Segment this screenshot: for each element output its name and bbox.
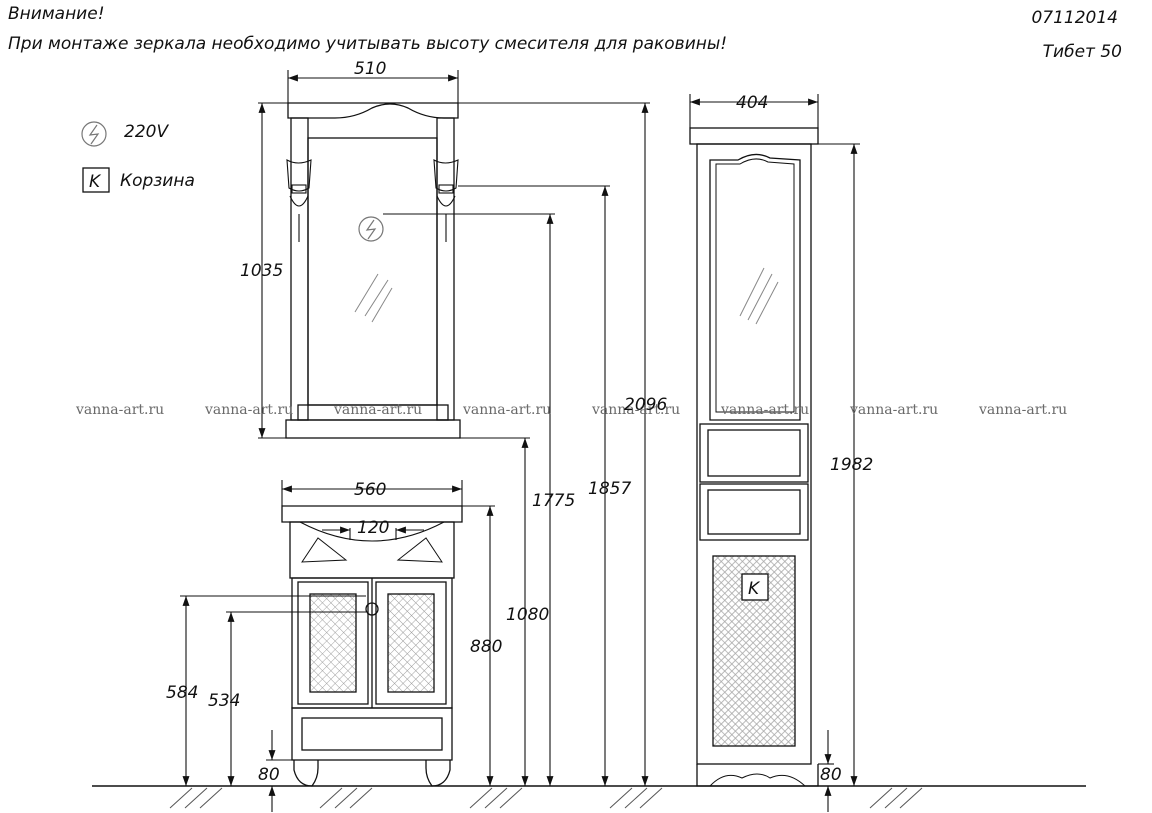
floor-line <box>92 785 1086 809</box>
dim-column-width: 404 <box>736 93 768 113</box>
dim-pipe-high: 584 <box>166 683 198 703</box>
column-basket-symbol: K <box>748 579 761 599</box>
dim-mirror-width: 510 <box>354 59 386 79</box>
dim-column-leg: 80 <box>820 765 842 785</box>
watermark-3: vanna-art.ru <box>333 402 422 418</box>
model-name: Тибет 50 <box>1042 42 1122 62</box>
warning-text: При монтаже зеркала необходимо учитывать… <box>8 34 728 54</box>
warning-title: Внимание! <box>8 4 105 24</box>
document-code: 07112014 <box>1031 8 1118 28</box>
dim-vanity-leg: 80 <box>258 765 280 785</box>
dim-mirror-top: 2096 <box>624 395 667 415</box>
dim-lamp-height: 1857 <box>588 479 631 499</box>
right-lamp <box>433 159 459 242</box>
dim-mirror-height: 1035 <box>240 261 283 281</box>
dim-vanity-width: 560 <box>354 480 386 500</box>
watermark-4: vanna-art.ru <box>462 402 551 418</box>
watermark-2: vanna-art.ru <box>204 402 293 418</box>
tall-column <box>689 127 819 787</box>
dim-column-height: 1982 <box>830 455 873 475</box>
legend-label-220v: 220V <box>124 122 169 142</box>
mirror-cabinet <box>285 102 461 439</box>
mirror-outlet-icon <box>358 216 384 242</box>
watermark-8: vanna-art.ru <box>978 402 1067 418</box>
power-outlet-icon <box>81 121 107 147</box>
dim-pipe-low: 534 <box>208 691 240 711</box>
dim-faucet-offset: 120 <box>357 518 389 538</box>
basket-icon: K <box>82 167 110 193</box>
dim-outlet-height: 1775 <box>532 491 575 511</box>
legend-label-basket: Корзина <box>120 171 195 191</box>
watermark-7: vanna-art.ru <box>849 402 938 418</box>
watermark-6: vanna-art.ru <box>720 402 809 418</box>
watermark-5: vanna-art.ru <box>591 402 680 418</box>
watermark-1: vanna-art.ru <box>75 402 164 418</box>
dim-mirror-bottom: 1080 <box>506 605 549 625</box>
dimension-lines <box>180 70 860 812</box>
basket-icon-symbol: K <box>89 172 102 192</box>
vanity-unit <box>281 505 463 787</box>
left-lamp <box>286 159 312 242</box>
dim-vanity-height: 880 <box>470 637 502 657</box>
